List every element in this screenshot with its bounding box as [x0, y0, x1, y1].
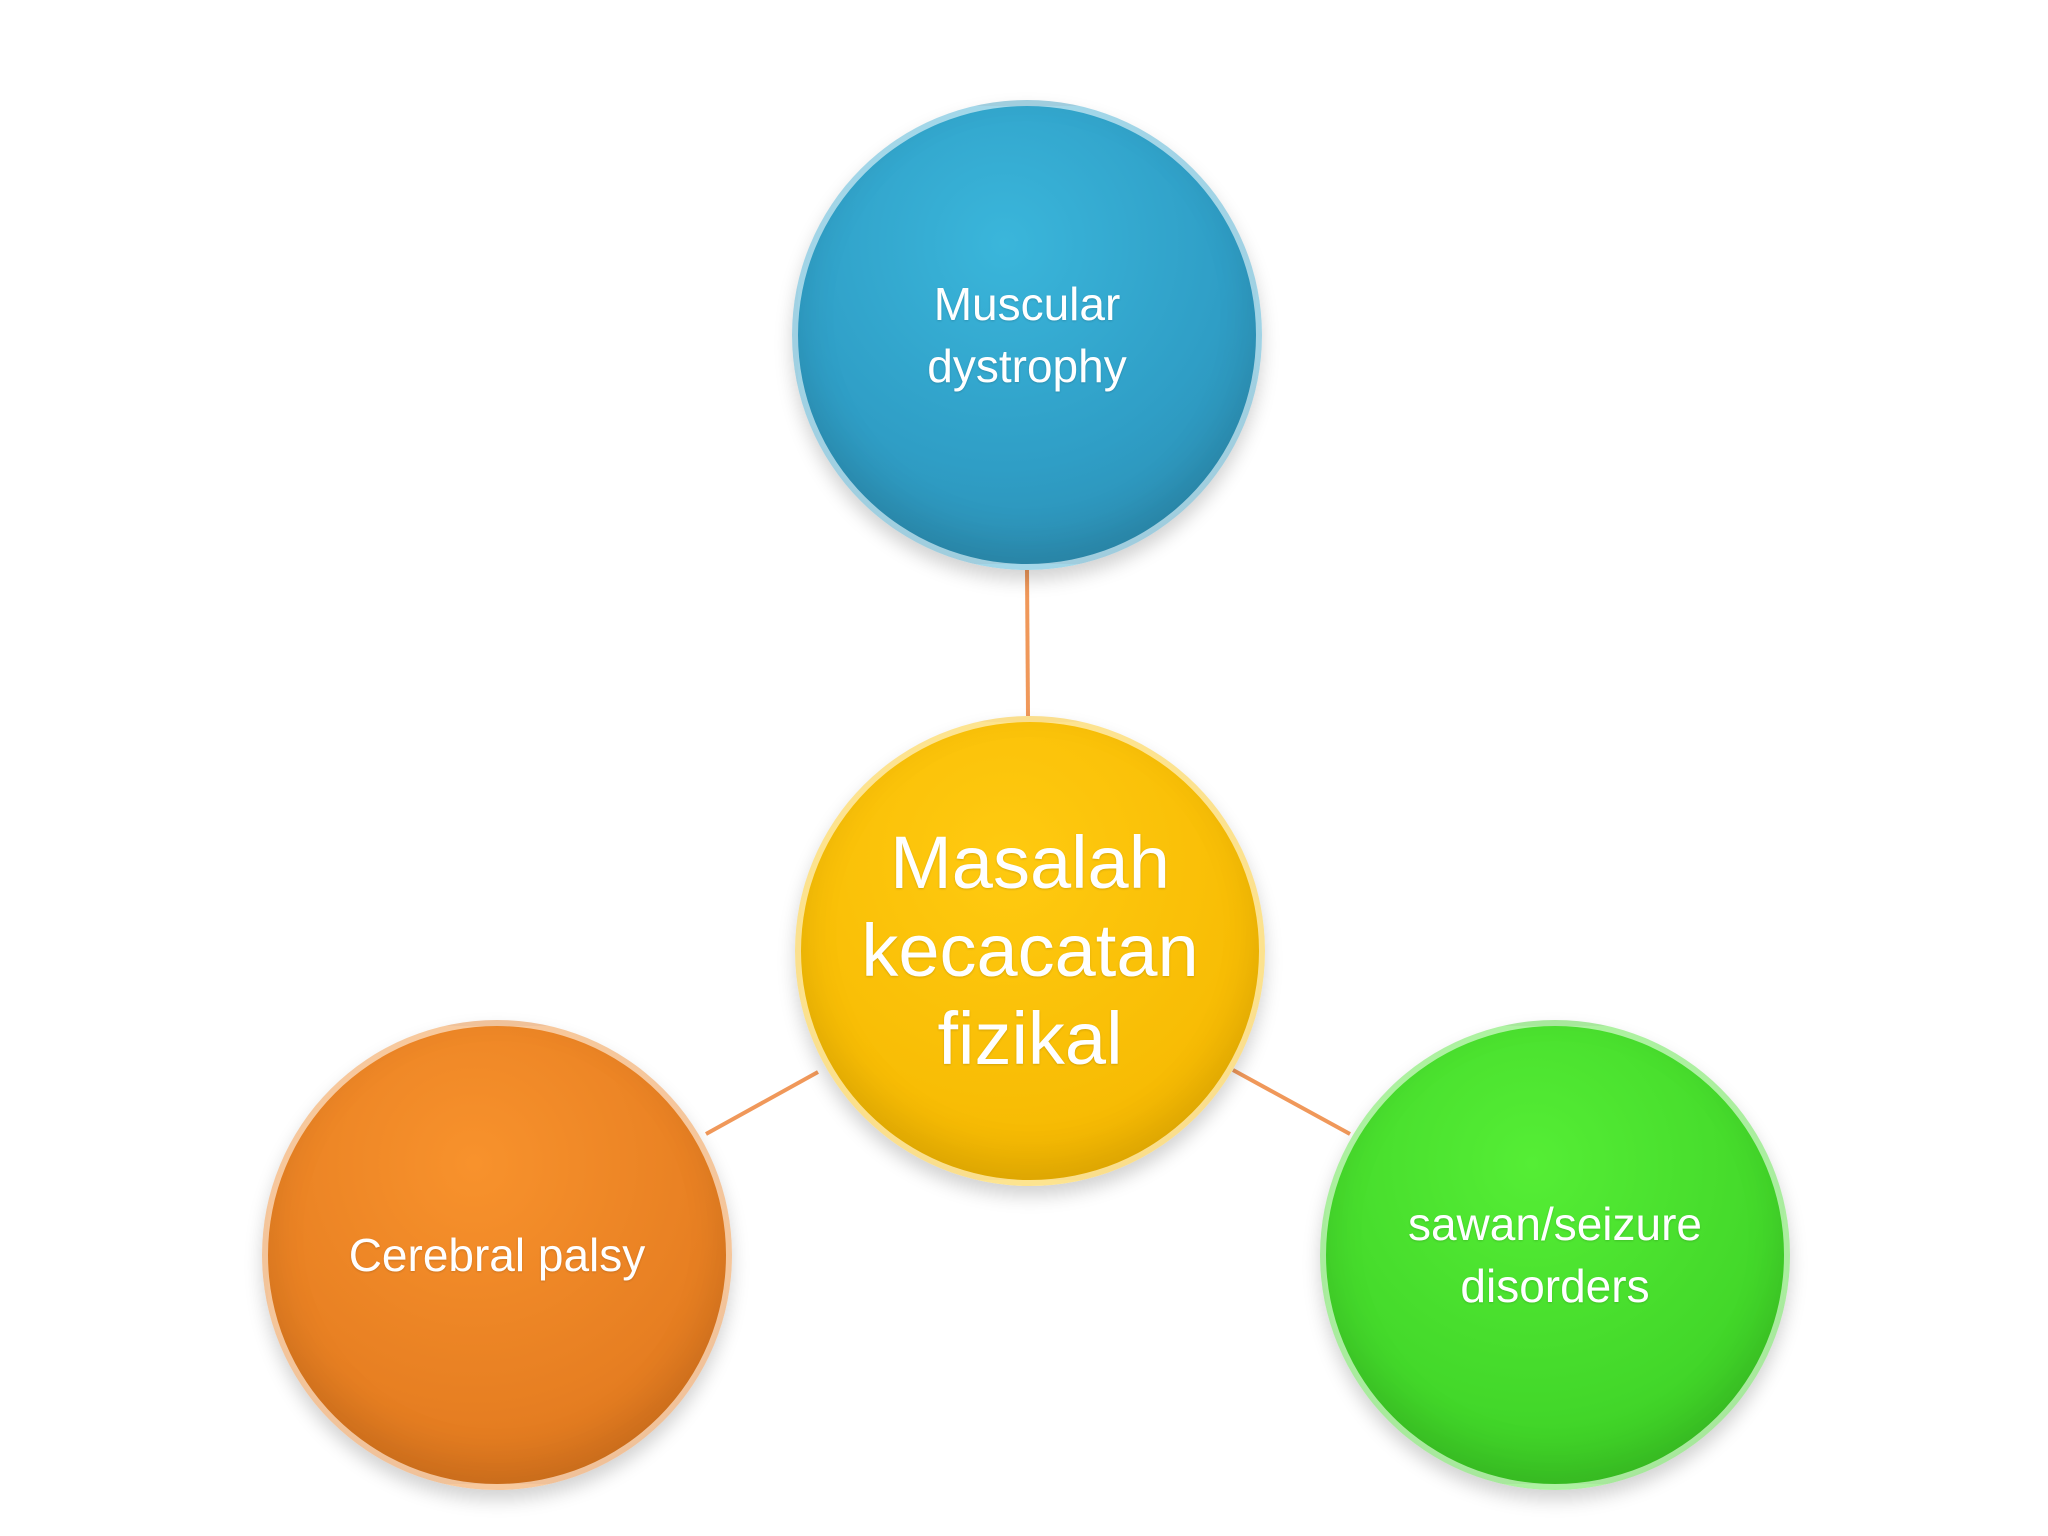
- connector-right: [1232, 1068, 1351, 1136]
- connector-left: [705, 1070, 819, 1136]
- node-seizure-disorders: sawan/seizure disorders: [1320, 1020, 1790, 1490]
- node-left-label: Cerebral palsy: [348, 1229, 646, 1281]
- node-center-masalah-kecacatan-fizikal: Masalah kecacatan fizikal: [795, 716, 1265, 1186]
- connector-top: [1025, 569, 1030, 717]
- node-center-label: Masalah kecacatan fizikal: [861, 821, 1199, 1080]
- node-top-label: Muscular dystrophy: [927, 278, 1127, 392]
- node-right-label: sawan/seizure disorders: [1407, 1198, 1703, 1312]
- node-muscular-dystrophy: Muscular dystrophy: [792, 100, 1262, 570]
- node-cerebral-palsy: Cerebral palsy: [262, 1020, 732, 1490]
